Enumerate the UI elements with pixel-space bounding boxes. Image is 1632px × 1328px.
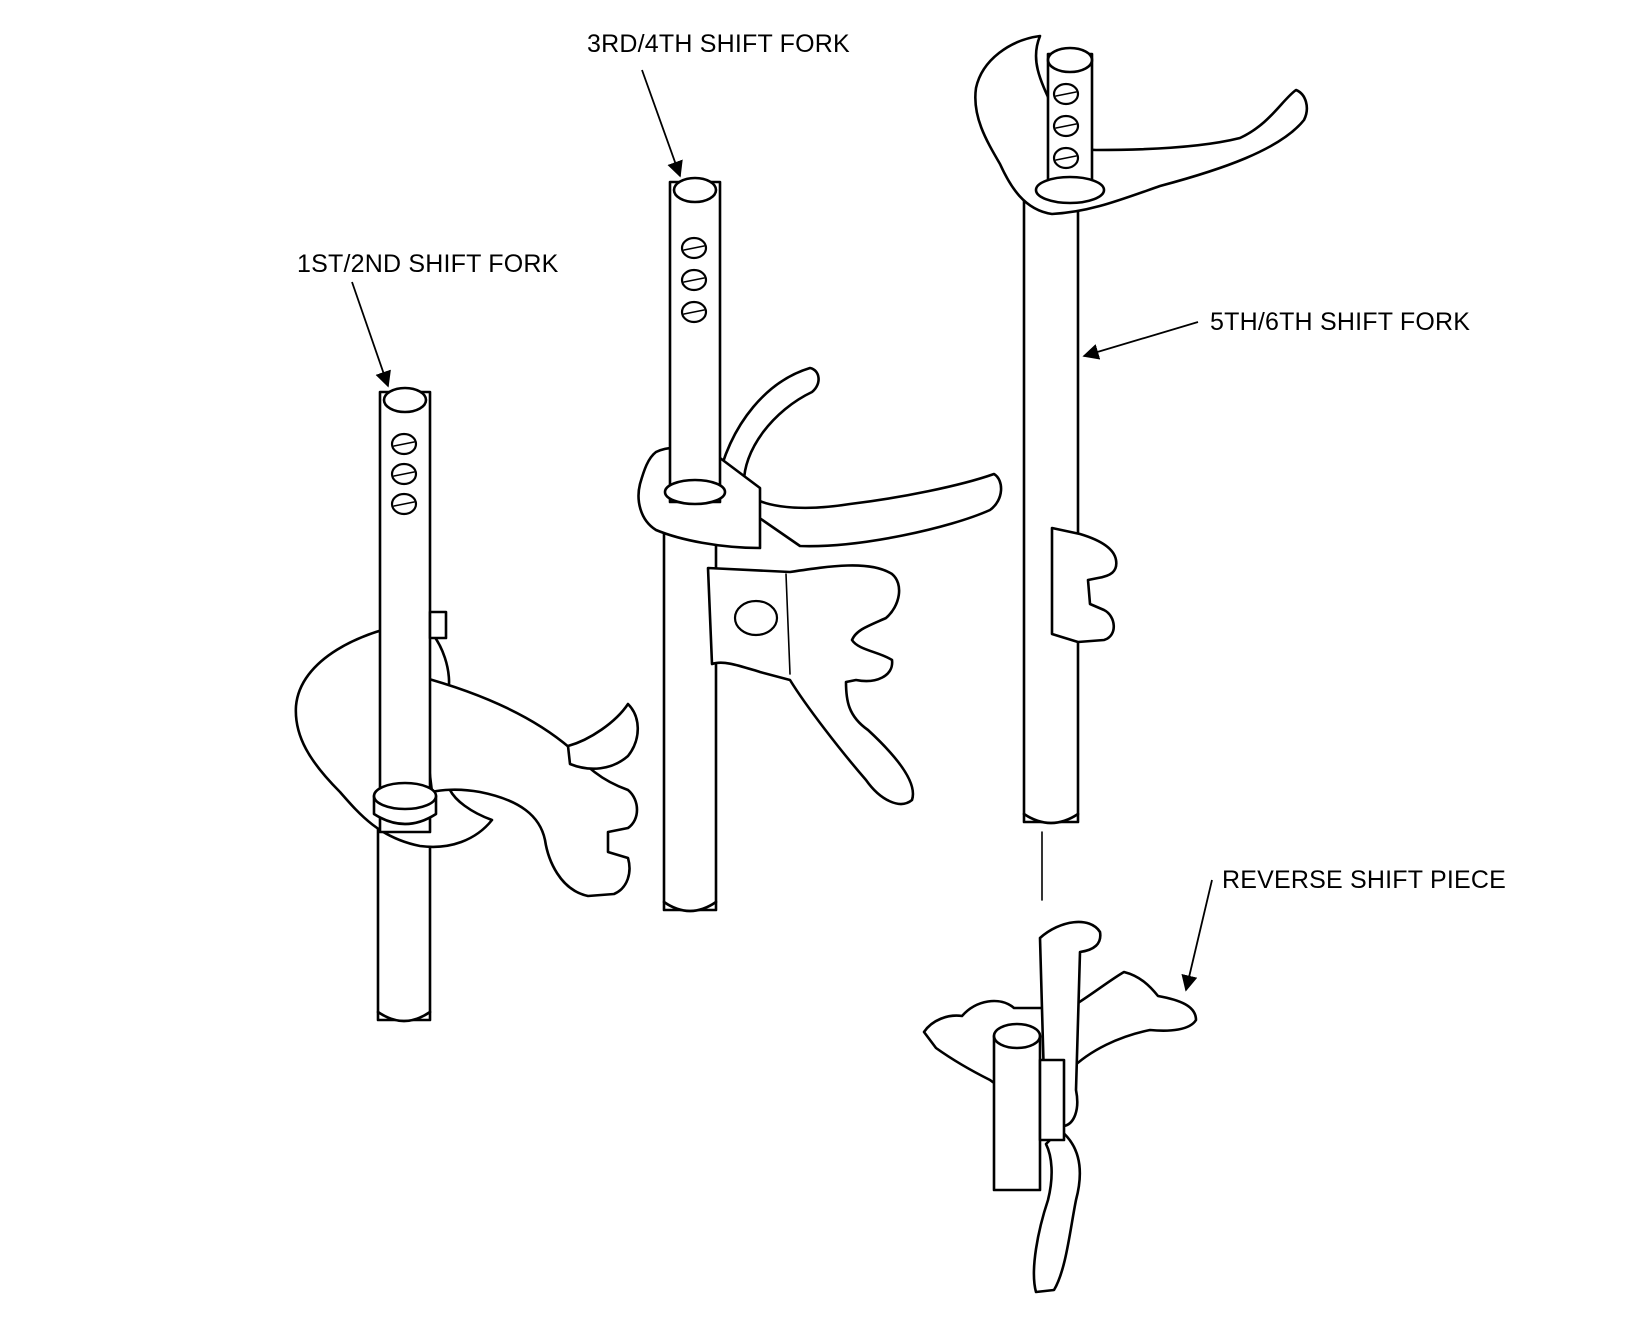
fork-3rd-4th-bracket (706, 564, 915, 806)
leader-1st-2nd (351, 281, 391, 388)
label-reverse-shift-piece: REVERSE SHIFT PIECE (1222, 866, 1506, 894)
fork-5th-6th-bracket (1050, 526, 1118, 644)
fork-5th-6th-top (974, 34, 1309, 216)
label-3rd-4th-shift-fork: 3RD/4TH SHIFT FORK (587, 30, 850, 58)
reverse-shift-piece (922, 920, 1198, 1294)
label-1st-2nd-shift-fork: 1ST/2ND SHIFT FORK (297, 250, 559, 278)
leader-reverse (1181, 879, 1213, 992)
shift-fork-3rd-4th (637, 176, 1003, 913)
fork-3rd-4th-crescent (714, 366, 1003, 548)
label-5th-6th-shift-fork: 5TH/6TH SHIFT FORK (1210, 308, 1470, 336)
fork-1st-2nd-arm (416, 674, 639, 898)
shift-fork-5th-6th (974, 34, 1309, 901)
shift-fork-1st-2nd (294, 386, 640, 1023)
leader-3rd-4th (641, 69, 683, 178)
leader-5th-6th (1082, 321, 1199, 360)
